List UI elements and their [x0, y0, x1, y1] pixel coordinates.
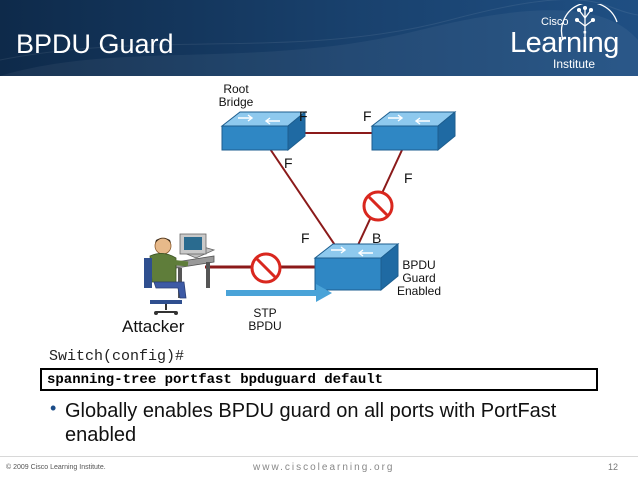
footer-divider	[0, 456, 638, 457]
port-state-root-bottom: F	[284, 155, 293, 171]
root-bridge-label-line2: Bridge	[218, 95, 254, 109]
bpdu-guard-switch-icon	[313, 242, 400, 292]
slide-header: BPDU Guard Cisco Learning Institute	[0, 0, 638, 76]
page-number: 12	[608, 462, 619, 472]
right-switch-icon	[370, 110, 457, 152]
port-state-bottom-root: F	[301, 230, 310, 246]
footer-website: www.ciscolearning.org	[253, 462, 395, 473]
bullet-text: Globally enables BPDU guard on all ports…	[65, 400, 557, 446]
blocked-bpdu-icon-attacker-link	[250, 252, 282, 284]
port-state-root-right: F	[299, 108, 308, 124]
stp-bpdu-arrow-icon	[226, 284, 332, 302]
bpdu-guard-label-line1: BPDU	[402, 258, 436, 272]
bullet-icon: •	[50, 398, 57, 418]
logo-cisco-text: Cisco	[541, 16, 569, 28]
root-bridge-label-line1: Root	[223, 82, 249, 96]
slide-title: BPDU Guard	[16, 29, 174, 59]
port-state-right-bottom: F	[404, 170, 413, 186]
command-box	[40, 368, 598, 391]
bpdu-guard-enabled-label: BPDU Guard Enabled	[394, 259, 444, 298]
bpdu-guard-label-line2: Guard	[402, 271, 436, 285]
cli-command: spanning-tree portfast bpduguard default	[47, 372, 384, 388]
stp-bpdu-label-line2: BPDU	[248, 319, 282, 333]
footer-copyright: © 2009 Cisco Learning Institute.	[6, 464, 106, 471]
attacker-label: Attacker	[122, 317, 185, 336]
attacker-workstation-icon	[144, 233, 216, 315]
port-state-right-left: F	[363, 108, 372, 124]
stp-bpdu-label-line1: STP	[253, 306, 277, 320]
root-bridge-switch-icon	[220, 110, 307, 152]
blocked-port-icon-right-link	[362, 190, 394, 222]
bpdu-guard-label-line3: Enabled	[396, 284, 442, 298]
port-state-bottom-right: B	[372, 230, 382, 246]
learning-institute-logo-mark	[560, 4, 618, 41]
logo-learning-text: Learning	[510, 27, 619, 59]
cli-prompt: Switch(config)#	[49, 348, 185, 365]
header-wave-decoration	[0, 0, 638, 76]
stp-bpdu-label: STP BPDU	[245, 307, 285, 333]
root-bridge-label: Root Bridge	[216, 83, 256, 109]
link-root-to-bottom-switch	[263, 139, 346, 261]
logo-institute-text: Institute	[553, 57, 596, 71]
